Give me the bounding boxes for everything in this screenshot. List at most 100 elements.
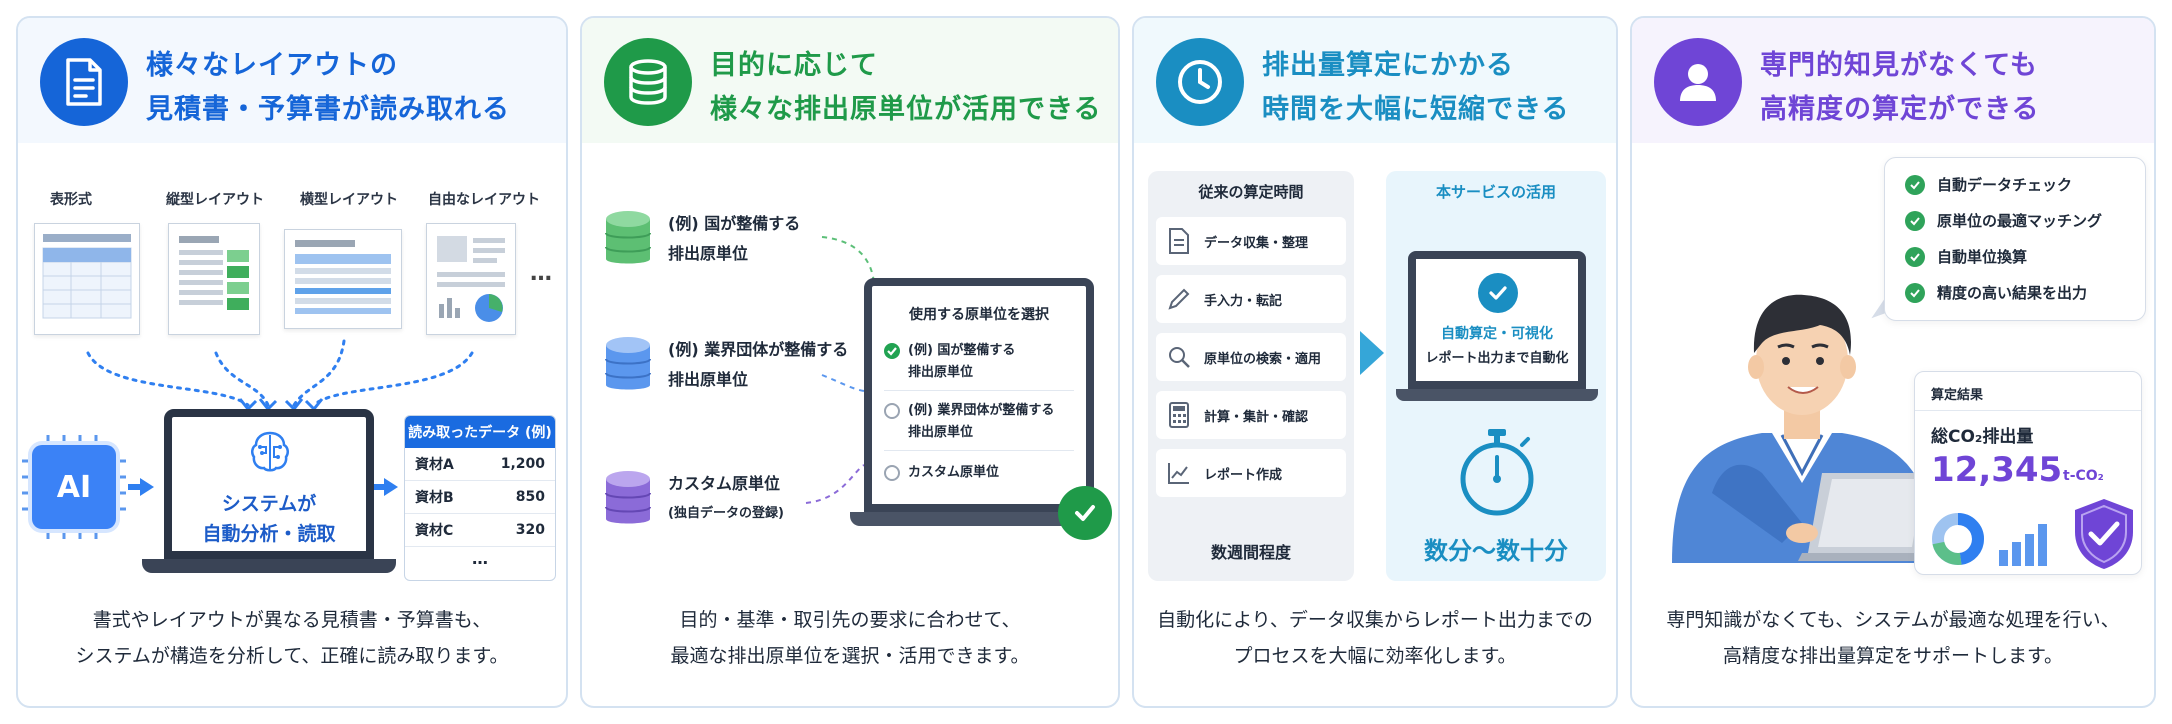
source-label-line-2: 排出原単位	[668, 370, 749, 389]
source-label-industry: (例) 業界団体が整備する 排出原単位	[668, 335, 848, 395]
arrow-ai-to-system	[128, 484, 140, 490]
table-cell-name: 資材C	[415, 523, 454, 539]
option-label-line-2: 排出原単位	[908, 425, 974, 440]
source-label-line-2: (独自データの登録)	[668, 506, 784, 521]
document-thumbnail-horizontal	[284, 229, 402, 329]
table-cell-name: 資材A	[415, 457, 454, 473]
layout-label-table: 表形式	[50, 192, 92, 208]
card-title: 目的に応じて 様々な排出原単位が活用できる	[710, 44, 1101, 132]
option-label-line-1: カスタム原単位	[908, 465, 1000, 480]
step-calculation: 計算・集計・確認	[1156, 391, 1346, 439]
service-time: 数分〜数十分	[1424, 537, 1568, 565]
option-national[interactable]: (例) 国が整備する 排出原単位	[884, 340, 1076, 384]
system-laptop-screen: システムが 自動分析・読取	[164, 409, 374, 559]
feature-label: 自動データチェック	[1937, 176, 2073, 194]
radio-unchecked-icon[interactable]	[884, 465, 900, 481]
stopwatch-icon	[1460, 429, 1534, 516]
option-label-line-1: (例) 業界団体が整備する	[908, 403, 1055, 418]
card-title-line-2: 様々な排出原単位が活用できる	[710, 94, 1102, 125]
ai-chip-icon: AI	[32, 445, 116, 529]
check-circle-icon	[1905, 282, 1925, 303]
extracted-data-table-title: 読み取ったデータ (例)	[405, 416, 555, 448]
card-header: 排出量算定にかかる 時間を大幅に短縮できる	[1134, 18, 1616, 143]
card-header: 様々なレイアウトの 見積書・予算書が読み取れる	[18, 18, 566, 143]
feature-label: 自動単位換算	[1937, 248, 2028, 266]
layout-label-vertical: 縦型レイアウト	[166, 192, 264, 208]
step-manual-entry: 手入力・転記	[1156, 275, 1346, 323]
step-label: レポート作成	[1204, 467, 1283, 483]
card-description: 書式やレイアウトが異なる見積書・予算書も、 システムが構造を分析して、正確に読み…	[18, 602, 566, 674]
document-thumbnail-table	[34, 223, 140, 335]
emission-factor-selector: 使用する原単位を選択 (例) 国が整備する 排出原単位 (例) 業界団体が整備す…	[864, 278, 1094, 512]
system-laptop-base	[142, 559, 396, 573]
dotted-connector-lines	[86, 339, 474, 412]
check-circle-icon	[1058, 486, 1112, 540]
card-illustration: 自動データチェック 原単位の最適マッチング 自動単位換算 精度の高い結果を出力 …	[1632, 143, 2154, 588]
card-title-line-1: 目的に応じて	[710, 50, 878, 81]
option-label-line-2: 排出原単位	[908, 365, 974, 380]
description-line-1: 自動化により、データ収集からレポート出力までの	[1157, 609, 1593, 631]
option-divider	[884, 390, 1074, 391]
result-title: 算定結果	[1931, 388, 1984, 403]
dashed-connector-lines	[805, 236, 876, 504]
layout-label-free: 自由なレイアウト	[428, 192, 540, 208]
result-divider	[1915, 410, 2141, 411]
step-label: データ収集・整理	[1204, 235, 1309, 251]
service-line-1: 自動算定・可視化	[1441, 326, 1553, 342]
card-description: 目的・基準・取引先の要求に合わせて、 最適な排出原単位を選択・活用できます。	[582, 602, 1118, 674]
source-label-custom: カスタム原単位 (独自データの登録)	[668, 469, 784, 529]
step-label: 計算・集計・確認	[1204, 409, 1309, 425]
card-illustration: 表形式 縦型レイアウト 横型レイアウト 自由なレイアウト	[18, 143, 566, 588]
table-row: 資材B 850	[405, 481, 555, 514]
service-title: 本サービスの活用	[1435, 183, 1556, 201]
step-label: 手入力・転記	[1204, 293, 1283, 309]
feature-item: 原単位の最適マッチング	[1905, 210, 2102, 231]
system-text-line-1: システムが	[221, 493, 317, 515]
option-divider	[884, 450, 1074, 451]
document-thumbnail-vertical	[168, 223, 260, 335]
database-icon	[604, 38, 692, 126]
radio-unchecked-icon[interactable]	[884, 403, 900, 419]
card-description: 専門知識がなくても、システムが最適な処理を行い、 高精度な排出量算定をサポートし…	[1632, 602, 2154, 674]
arrow-head-system-to-data	[384, 478, 398, 496]
step-report: レポート作成	[1156, 449, 1346, 497]
card-illustration: (例) 国が整備する 排出原単位 (例) 業界団体が整備する 排出原単位	[582, 143, 1118, 588]
service-laptop-screen: 自動算定・可視化 レポート出力まで自動化	[1408, 251, 1586, 389]
conventional-process-panel: 従来の算定時間 データ収集・整理 手入力・転記 原単位の検索・適用	[1148, 171, 1354, 581]
description-line-1: 専門知識がなくても、システムが最適な処理を行い、	[1666, 609, 2120, 631]
description-line-1: 書式やレイアウトが異なる見積書・予算書も、	[92, 609, 492, 631]
description-line-2: 最適な排出原単位を選択・活用できます。	[670, 645, 1030, 667]
feature-card-layout-reading: 様々なレイアウトの 見積書・予算書が読み取れる 表形式 縦型レイアウト 横型レイ…	[16, 16, 568, 708]
result-unit: t-CO₂	[2063, 468, 2104, 484]
option-custom[interactable]: カスタム原単位	[884, 462, 1076, 484]
database-icon-custom	[604, 469, 652, 529]
description-line-2: プロセスを大幅に効率化します。	[1233, 645, 1517, 667]
option-label-line-1: (例) 国が整備する	[908, 343, 1016, 358]
step-label: 原単位の検索・適用	[1204, 351, 1322, 367]
step-data-collection: データ収集・整理	[1156, 217, 1346, 265]
card-title-line-2: 見積書・予算書が読み取れる	[146, 94, 510, 125]
radio-checked-icon[interactable]	[884, 343, 900, 359]
description-line-2: システムが構造を分析して、正確に読み取ります。	[75, 645, 509, 667]
source-label-national: (例) 国が整備する 排出原単位	[668, 209, 800, 269]
feature-item: 自動データチェック	[1905, 174, 2072, 195]
source-label-line-1: カスタム原単位	[668, 474, 781, 493]
table-cell-name: 資材B	[415, 490, 454, 506]
conventional-title: 従来の算定時間	[1198, 183, 1304, 201]
database-icon-industry	[604, 335, 652, 395]
calculation-result-card: 算定結果 総CO₂排出量 12,345 t-CO₂	[1914, 371, 2142, 575]
system-analysis-text: システムが 自動分析・読取	[172, 489, 366, 549]
card-title-line-1: 様々なレイアウトの	[146, 50, 398, 81]
card-header: 専門的知見がなくても 高精度の算定ができる	[1632, 18, 2154, 143]
option-industry[interactable]: (例) 業界団体が整備する 排出原単位	[884, 400, 1076, 444]
card-title: 専門的知見がなくても 高精度の算定ができる	[1760, 44, 2039, 132]
document-icon	[40, 38, 128, 126]
table-more-indicator: …	[472, 549, 488, 568]
card-illustration: 従来の算定時間 データ収集・整理 手入力・転記 原単位の検索・適用	[1134, 143, 1616, 588]
table-cell-value: 850	[515, 489, 545, 505]
card-title: 排出量算定にかかる 時間を大幅に短縮できる	[1262, 44, 1569, 132]
check-circle-icon	[1905, 210, 1925, 231]
feature-speech-bubble: 自動データチェック 原単位の最適マッチング 自動単位換算 精度の高い結果を出力	[1884, 157, 2146, 321]
worker-illustration	[1672, 294, 1937, 563]
